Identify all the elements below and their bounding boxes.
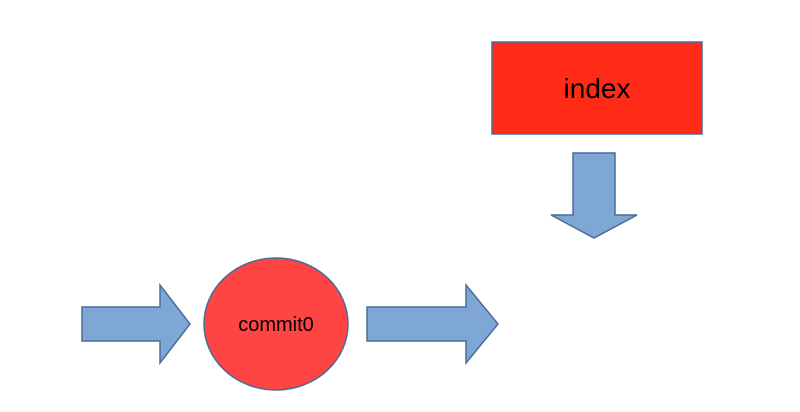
index-label: index <box>564 73 631 104</box>
index-box <box>491 41 703 135</box>
right-arrow-out-of-commit0-icon <box>366 282 499 366</box>
commit0-label: commit0 <box>238 314 314 336</box>
right-arrow-into-commit0-icon <box>81 282 191 366</box>
index-node: index <box>491 41 703 135</box>
down-arrow-icon <box>550 152 638 239</box>
commit0-node: commit0 <box>203 257 349 391</box>
commit0-circle <box>203 257 349 391</box>
